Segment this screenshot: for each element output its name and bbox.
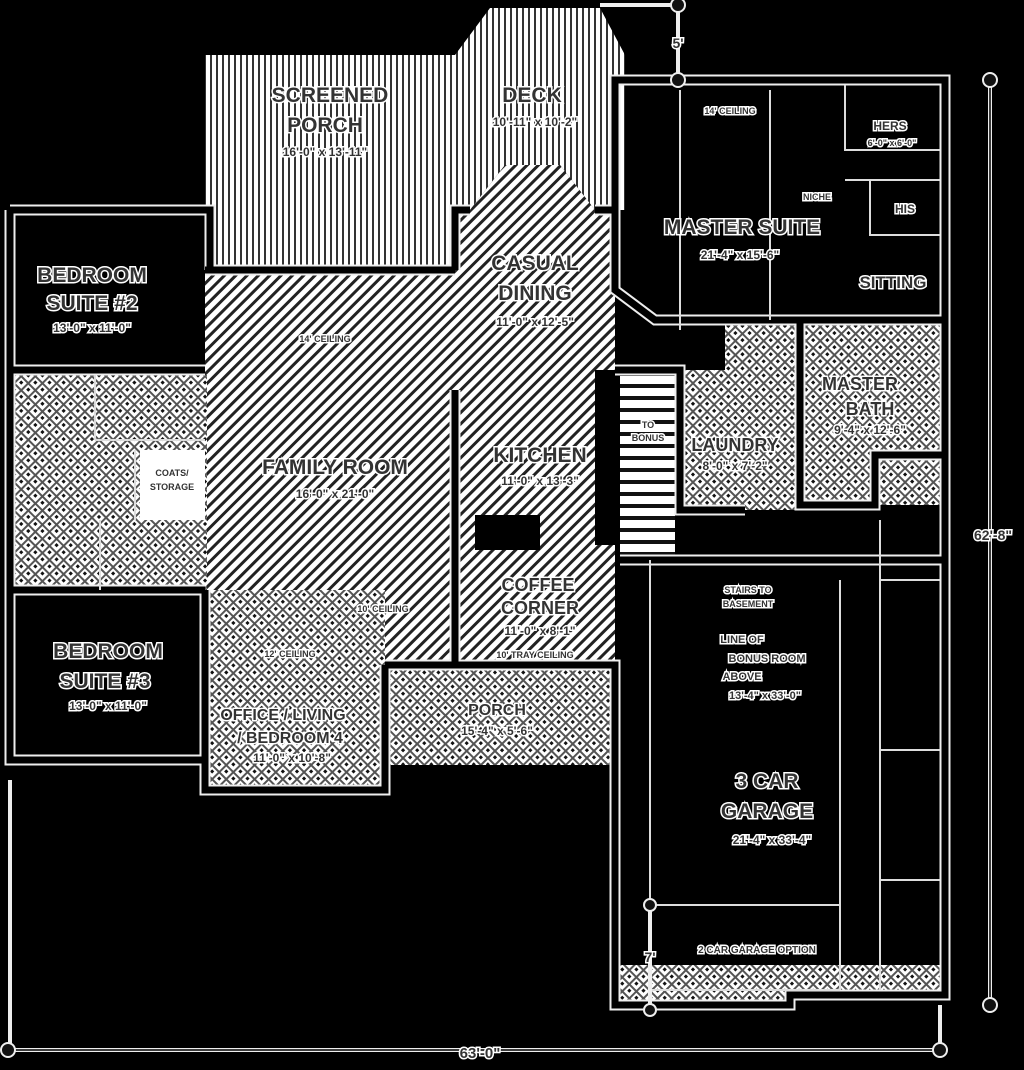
deck-label: DECK [502, 84, 562, 107]
bedroom2-label-2: SUITE #2 [46, 292, 137, 315]
family-ceiling: 14' CEILING [299, 334, 350, 344]
stairs-label: STAIRS TO [724, 585, 771, 595]
master-bath-label: MASTER [822, 374, 898, 394]
niche-label: NICHE [803, 192, 831, 202]
garage-option-label: 2 CAR GARAGE OPTION [698, 945, 816, 956]
basement-label: BASEMENT [723, 599, 774, 609]
office-ceiling: 12' CEILING [264, 649, 315, 659]
his-label: HIS [895, 202, 915, 216]
storage-label: STORAGE [150, 482, 194, 492]
dimension-lines [0, 0, 998, 1058]
to-bonus-label: TO [642, 420, 654, 430]
master-bath-dark [800, 455, 875, 505]
family-room-size: 16'-0" x 21'-0" [296, 487, 374, 501]
bonus-line-label: LINE OF [720, 634, 764, 646]
screened-porch-area [205, 55, 455, 270]
master-suite-size: 21'-4" x 15'-6" [701, 248, 779, 262]
kitchen-island [475, 515, 540, 550]
porch-area [385, 665, 615, 765]
office-area [207, 590, 385, 790]
bedroom3-label-2: SUITE #3 [59, 670, 150, 693]
top-offset-dim: 5' [672, 35, 683, 51]
screened-porch-label-2: PORCH [287, 114, 363, 137]
coffee-label: COFFEE [501, 575, 574, 595]
family-ceiling-2: 10' CEILING [357, 604, 408, 614]
laundry-label: LAUNDRY [691, 435, 778, 455]
walls [4, 74, 951, 1011]
bedroom3-label: BEDROOM [53, 640, 163, 663]
garage-label-2: GARAGE [721, 800, 813, 823]
bedroom2-label: BEDROOM [37, 264, 147, 287]
bonus-size: 13'-4" x 33'-0" [729, 690, 801, 702]
corner-label: CORNER [501, 598, 579, 618]
garage-size: 21'-4" x 33'-4" [733, 833, 811, 847]
stairs-area [620, 370, 675, 560]
overall-depth-dim: 62'-8" [974, 527, 1012, 543]
coats-label: COATS/ [155, 468, 189, 478]
screened-porch-label: SCREENED [272, 84, 389, 107]
master-ceiling: 14' CEILING [704, 106, 755, 116]
bonus-line-label-3: ABOVE [722, 671, 761, 683]
porch-size: 15'-4" x 5'-6" [461, 724, 533, 738]
to-bonus-label-2: BONUS [632, 433, 665, 443]
sitting-label: SITTING [859, 273, 926, 292]
bedroom2-size: 13'-0" x 11'-0" [53, 321, 131, 335]
casual-dining-label: CASUAL [491, 252, 579, 275]
casual-dining-size: 11'-0" x 12'-5" [496, 315, 574, 329]
master-bath-label-2: BATH [846, 399, 895, 419]
laundry-size: 8'-0" x 7'-2" [702, 459, 767, 473]
office-label: OFFICE / LIVING [220, 707, 345, 724]
screened-porch-size: 16'-0" x 13'-11" [283, 145, 367, 159]
hers-label: HERS [873, 119, 906, 133]
bonus-line-label-2: BONUS ROOM [729, 653, 806, 665]
garage-offset-dim: 7' [644, 949, 655, 965]
office-size: 11'-0" x 10'-8" [253, 751, 331, 765]
deck-area [455, 8, 625, 210]
office-label-2: / BEDROOM 4 [237, 730, 343, 747]
coffee-size: 11'-0" x 8'-1" [504, 624, 575, 638]
family-room-label: FAMILY ROOM [262, 456, 408, 479]
garage-label: 3 CAR [735, 770, 798, 793]
kitchen-size: 11'-0" x 13'-3" [501, 474, 579, 488]
bedroom3-size: 13'-0" x 11'-0" [69, 699, 147, 713]
porch-label: PORCH [468, 702, 526, 719]
master-suite-label: MASTER SUITE [664, 216, 820, 239]
casual-dining-label-2: DINING [498, 282, 572, 305]
master-bath-size: 9'-4" x 12'-6" [834, 423, 906, 437]
overall-width-dim: 63'-0" [460, 1045, 501, 1062]
hers-size: 6'-0" x 6'-0" [868, 138, 917, 148]
kitchen-label: KITCHEN [493, 444, 586, 467]
coffee-ceiling: 10' TRAY CEILING [496, 650, 573, 660]
deck-size: 10'-11" x 10'-2" [493, 115, 577, 129]
coats-storage-area [140, 450, 205, 520]
